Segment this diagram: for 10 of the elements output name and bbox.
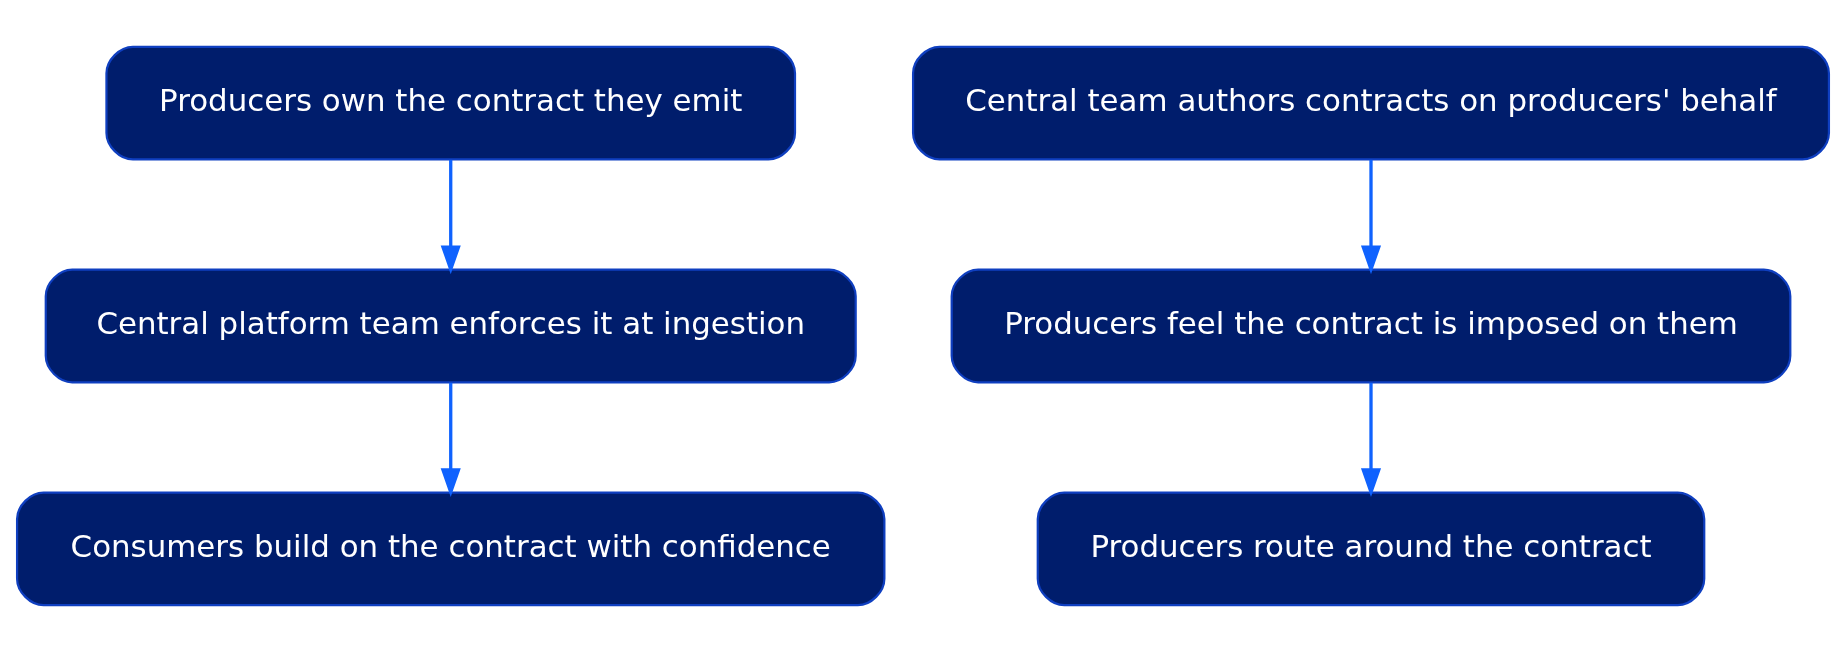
arrow [440, 159, 461, 275]
arrow [440, 382, 461, 498]
node-box: Producers own the contract they emit [105, 45, 797, 161]
node-box: Producers feel the contract is imposed on them [950, 268, 1792, 384]
node-box: Central platform team enforces it at ingestion [44, 268, 857, 384]
node-box: Central team authors contracts on producers' behalf [911, 45, 1831, 161]
node-box: Producers route around the contract [1036, 491, 1706, 607]
node-box: Consumers build on the contract with confidence [15, 491, 886, 607]
arrow [1360, 159, 1382, 275]
arrow [1360, 382, 1382, 498]
